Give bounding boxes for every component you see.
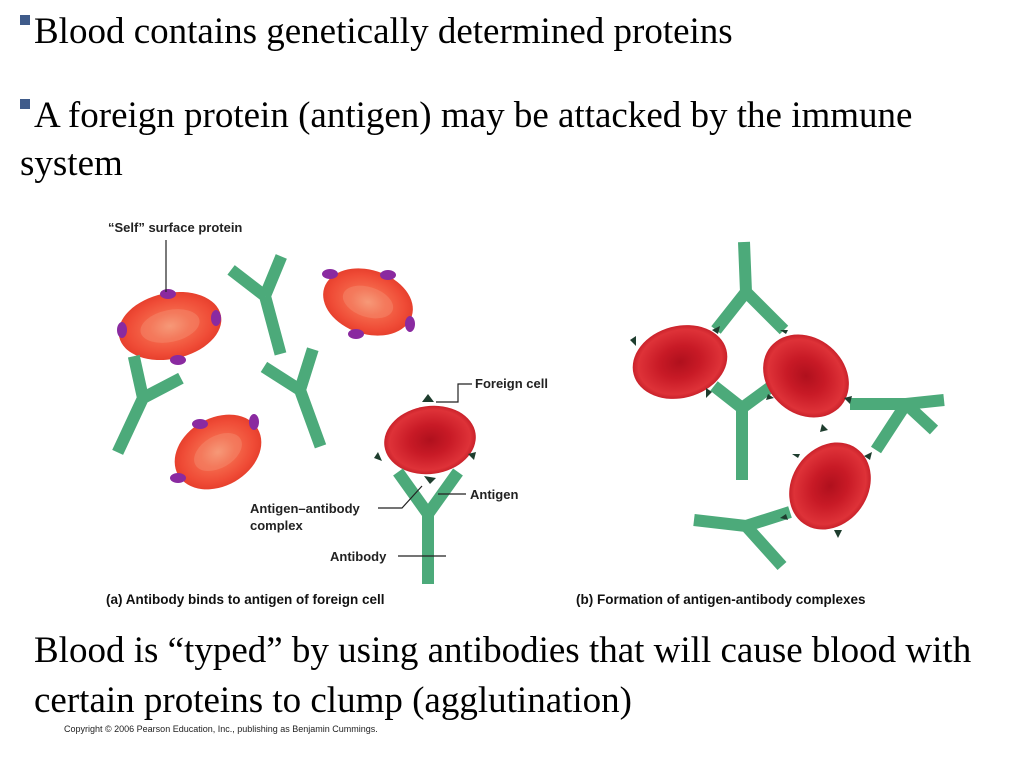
foreign-red-blood-cell	[789, 442, 871, 530]
bullet-1: Blood contains genetically determined pr…	[20, 8, 1000, 56]
antigen	[374, 394, 476, 484]
antibody	[231, 256, 306, 360]
foreign-red-blood-cell	[763, 334, 849, 418]
bullet-2-text: A foreign protein (antigen) may be attac…	[20, 95, 913, 184]
caption-a: (a) Antibody binds to antigen of foreign…	[106, 592, 385, 607]
self-red-blood-cell	[118, 291, 222, 361]
square-bullet-icon	[20, 15, 30, 25]
foreign-red-blood-cell	[384, 405, 476, 475]
caption-b: (b) Formation of antigen-antibody comple…	[576, 592, 866, 607]
bullet-1-text: Blood contains genetically determined pr…	[34, 11, 733, 52]
antigen-label: Antigen	[470, 487, 518, 502]
antigen	[630, 326, 872, 538]
bound-antibody	[398, 472, 458, 584]
self-surface-protein-label: “Self” surface protein	[108, 220, 242, 235]
bullet-2: A foreign protein (antigen) may be attac…	[20, 92, 1010, 188]
antibody-network	[693, 241, 945, 571]
complex-label-line2: complex	[250, 518, 304, 533]
antibody	[94, 356, 181, 463]
antibody	[264, 349, 345, 455]
leader-lines	[165, 240, 472, 557]
square-bullet-icon	[20, 99, 30, 109]
conclusion-text: Blood is “typed” by using antibodies tha…	[34, 630, 972, 721]
self-surface-protein	[117, 289, 221, 365]
copyright-text: Copyright © 2006 Pearson Education, Inc.…	[64, 724, 378, 734]
self-red-blood-cell	[323, 268, 413, 336]
complex-label-line1: Antigen–antibody	[250, 501, 361, 516]
antibody-label: Antibody	[330, 549, 387, 564]
self-surface-protein	[170, 414, 259, 483]
foreign-cell-label: Foreign cell	[475, 376, 548, 391]
self-surface-protein	[322, 269, 415, 339]
foreign-red-blood-cell	[632, 325, 728, 399]
self-red-blood-cell	[174, 414, 262, 490]
